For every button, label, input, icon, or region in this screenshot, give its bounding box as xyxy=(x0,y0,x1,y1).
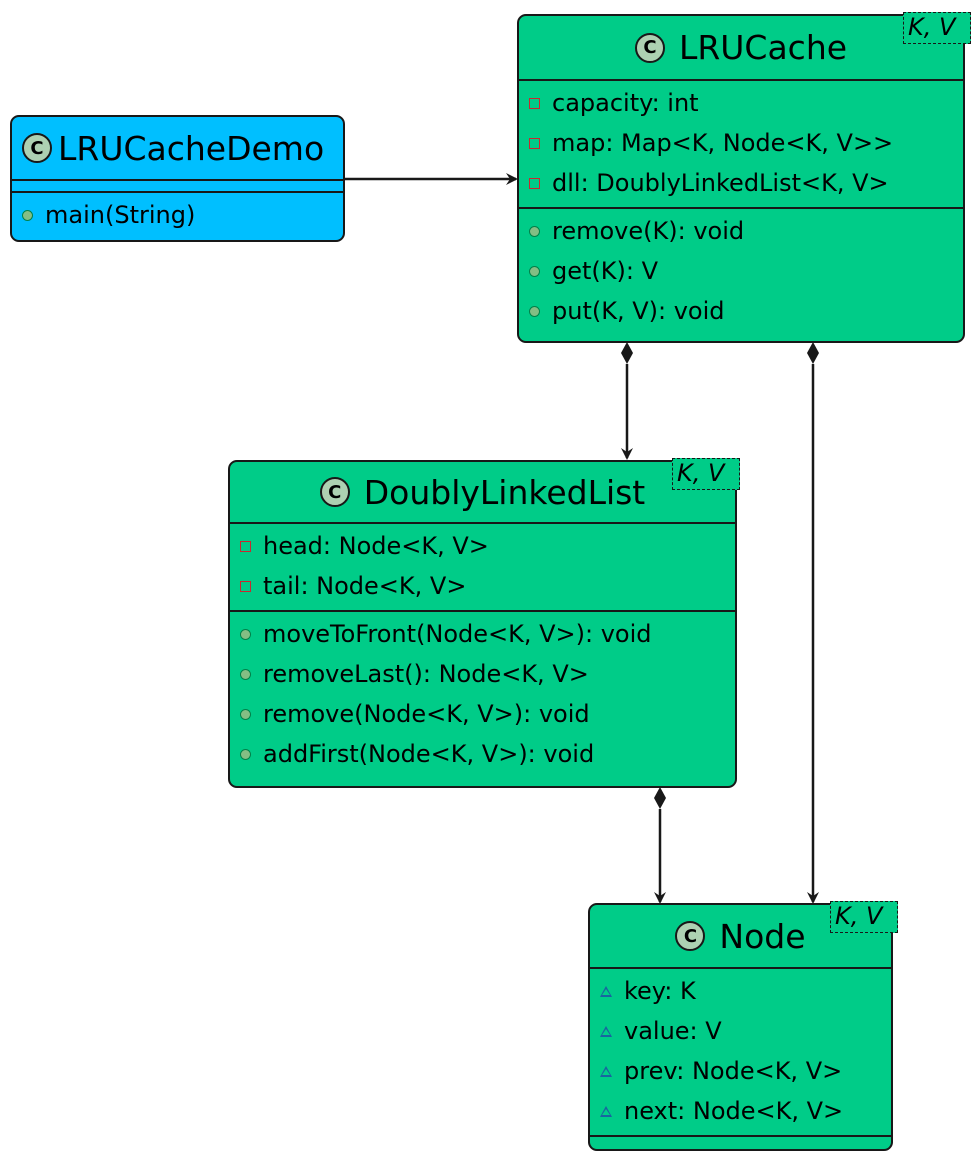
field-row: value: V xyxy=(590,1011,891,1051)
class-icon: C xyxy=(22,133,52,163)
private-visibility-icon xyxy=(240,540,251,552)
field-row: map: Map<K, Node<K, V>> xyxy=(519,123,963,163)
class-lrucachedemo[interactable]: C LRUCacheDemo main(String) xyxy=(10,115,345,242)
class-name: DoublyLinkedList xyxy=(363,472,646,512)
package-visibility-icon xyxy=(600,985,612,997)
package-visibility-icon xyxy=(600,1025,612,1037)
field-text: key: K xyxy=(624,977,696,1005)
package-visibility-icon xyxy=(600,1105,612,1117)
field-text: tail: Node<K, V> xyxy=(263,572,467,600)
public-visibility-icon xyxy=(240,628,251,640)
field-text: dll: DoublyLinkedList<K, V> xyxy=(552,169,889,197)
method-text: remove(Node<K, V>): void xyxy=(263,700,590,728)
composition-lrucache-to-dll xyxy=(621,342,633,460)
method-row: put(K, V): void xyxy=(519,291,963,331)
fields-section xyxy=(12,181,343,191)
field-row: tail: Node<K, V> xyxy=(230,566,735,606)
field-row: dll: DoublyLinkedList<K, V> xyxy=(519,163,963,203)
field-text: prev: Node<K, V> xyxy=(624,1057,843,1085)
private-visibility-icon xyxy=(529,137,540,149)
type-parameters: K, V xyxy=(903,12,971,44)
methods-section xyxy=(590,1135,891,1145)
class-header: C Node xyxy=(590,905,891,969)
class-name: LRUCacheDemo xyxy=(58,128,325,168)
method-text: put(K, V): void xyxy=(552,297,725,325)
field-row: prev: Node<K, V> xyxy=(590,1051,891,1091)
methods-section: remove(K): void get(K): V put(K, V): voi… xyxy=(519,207,963,335)
public-visibility-icon xyxy=(529,265,540,277)
public-visibility-icon xyxy=(529,305,540,317)
type-parameters: K, V xyxy=(672,458,740,490)
private-visibility-icon xyxy=(240,580,251,592)
type-parameters: K, V xyxy=(830,901,898,933)
class-lrucache[interactable]: C LRUCache K, V capacity: int map: Map<K… xyxy=(517,12,971,343)
method-text: remove(K): void xyxy=(552,217,745,245)
public-visibility-icon xyxy=(240,708,251,720)
method-row: main(String) xyxy=(12,195,343,235)
method-text: main(String) xyxy=(45,201,196,229)
fields-section: head: Node<K, V> tail: Node<K, V> xyxy=(230,524,735,610)
composition-dll-to-node xyxy=(654,787,666,904)
field-row: next: Node<K, V> xyxy=(590,1091,891,1131)
public-visibility-icon xyxy=(240,668,251,680)
method-row: removeLast(): Node<K, V> xyxy=(230,654,735,694)
class-doublylinkedlist[interactable]: C DoublyLinkedList K, V head: Node<K, V>… xyxy=(228,458,740,788)
composition-lrucache-to-node xyxy=(807,342,819,904)
field-row: head: Node<K, V> xyxy=(230,526,735,566)
class-icon: C xyxy=(319,477,350,507)
methods-section: moveToFront(Node<K, V>): void removeLast… xyxy=(230,610,735,778)
field-text: value: V xyxy=(624,1017,722,1045)
fields-section: capacity: int map: Map<K, Node<K, V>> dl… xyxy=(519,81,963,207)
public-visibility-icon xyxy=(240,748,251,760)
method-text: get(K): V xyxy=(552,257,659,285)
private-visibility-icon xyxy=(529,97,540,109)
methods-section: main(String) xyxy=(12,191,343,239)
method-row: moveToFront(Node<K, V>): void xyxy=(230,614,735,654)
class-node[interactable]: C Node K, V key: K value: V prev: Node<K… xyxy=(588,901,898,1151)
method-row: addFirst(Node<K, V>): void xyxy=(230,734,735,774)
method-row: get(K): V xyxy=(519,251,963,291)
class-icon: C xyxy=(675,921,706,951)
private-visibility-icon xyxy=(529,177,540,189)
class-header: C DoublyLinkedList xyxy=(230,462,735,524)
field-text: map: Map<K, Node<K, V>> xyxy=(552,129,894,157)
method-text: moveToFront(Node<K, V>): void xyxy=(263,620,652,648)
fields-section: key: K value: V prev: Node<K, V> next: N… xyxy=(590,969,891,1135)
field-text: next: Node<K, V> xyxy=(624,1097,844,1125)
package-visibility-icon xyxy=(600,1065,612,1077)
class-name: Node xyxy=(719,916,806,956)
method-row: remove(Node<K, V>): void xyxy=(230,694,735,734)
class-header: C LRUCacheDemo xyxy=(12,117,343,181)
class-name: LRUCache xyxy=(678,28,848,67)
method-text: removeLast(): Node<K, V> xyxy=(263,660,589,688)
field-row: key: K xyxy=(590,971,891,1011)
class-header: C LRUCache xyxy=(519,16,963,81)
public-visibility-icon xyxy=(22,209,33,221)
field-text: capacity: int xyxy=(552,89,699,117)
public-visibility-icon xyxy=(529,225,540,237)
method-text: addFirst(Node<K, V>): void xyxy=(263,740,595,768)
class-icon: C xyxy=(634,32,665,63)
field-text: head: Node<K, V> xyxy=(263,532,489,560)
field-row: capacity: int xyxy=(519,83,963,123)
method-row: remove(K): void xyxy=(519,211,963,251)
